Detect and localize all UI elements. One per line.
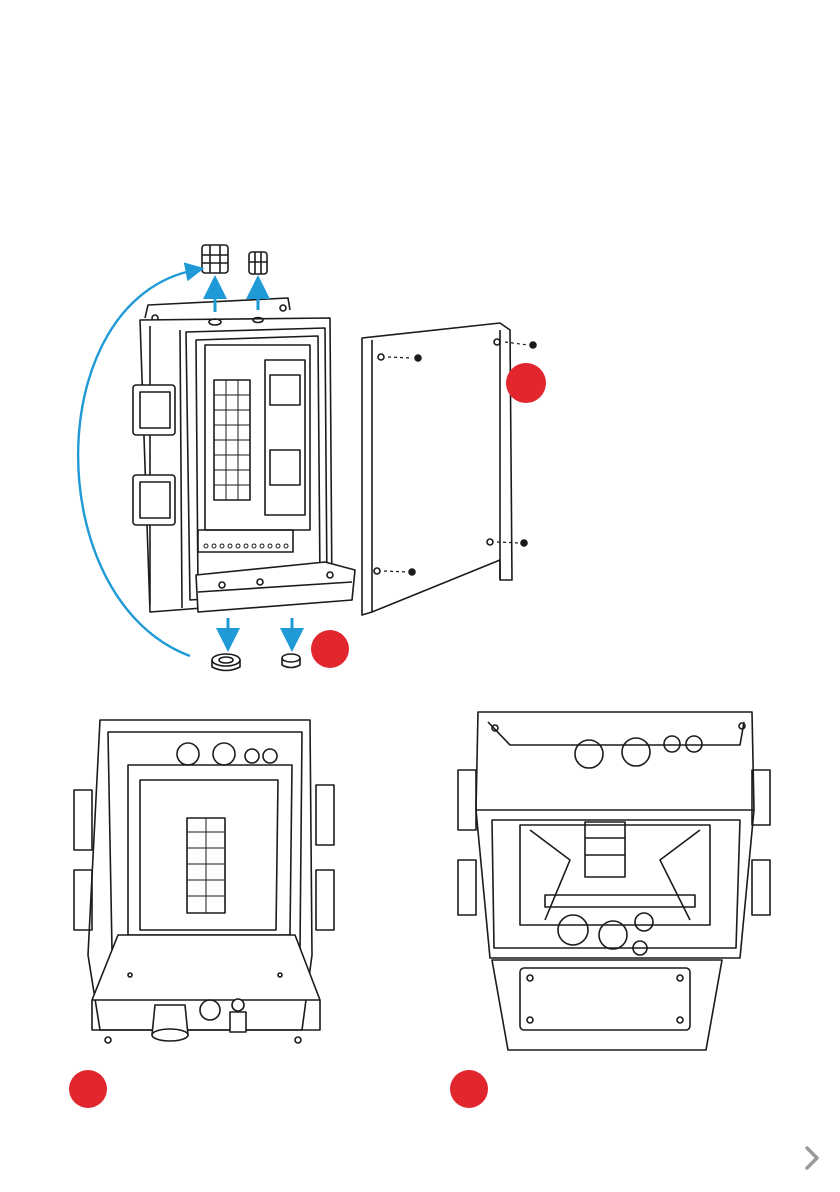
step-badge-top-view (450, 1070, 488, 1108)
blanking-plug-small (282, 654, 300, 668)
enclosure-door (362, 323, 536, 615)
step-badge-glands (311, 630, 349, 668)
enclosure-bottom-view (74, 720, 334, 1043)
blanking-plug-large (212, 654, 240, 671)
chevron-right-icon[interactable] (798, 1144, 826, 1172)
enclosure-open-view (133, 298, 355, 612)
cable-gland-large (202, 245, 228, 273)
cable-gland-small (249, 252, 267, 274)
step-badge-door (506, 363, 546, 403)
enclosure-top-view (458, 712, 770, 1050)
step-badge-bottom-view (69, 1070, 107, 1108)
